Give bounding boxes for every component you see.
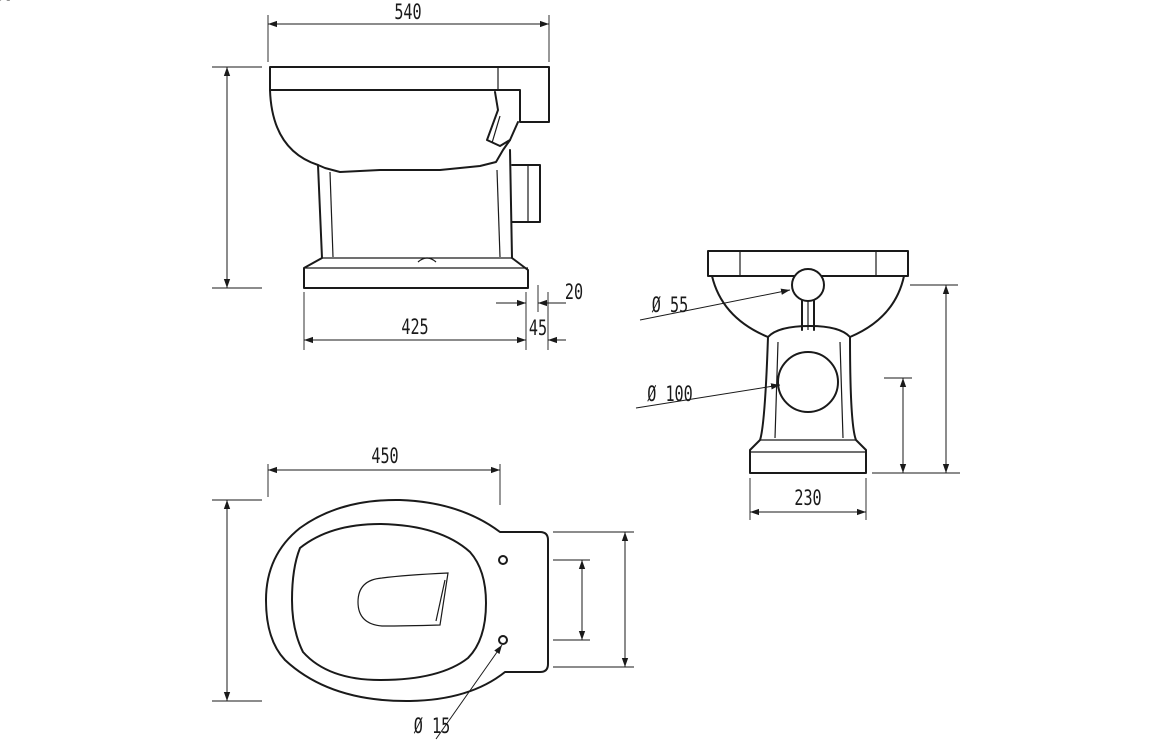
plan-water-area xyxy=(357,572,449,627)
side-floor-fixing xyxy=(417,257,437,263)
front-bowl xyxy=(711,275,769,338)
dim-label-dia15: Ø 15 xyxy=(414,715,450,739)
side-pedestal-inner-left xyxy=(329,171,334,258)
dim-label-155: 155 xyxy=(0,0,14,6)
side-pedestal xyxy=(303,149,529,289)
front-view: Ø 55 Ø 100 180 355 230 xyxy=(0,0,960,520)
dim-label-230: 230 xyxy=(794,487,821,511)
side-trap xyxy=(486,91,519,147)
dim-label-265: 265 xyxy=(0,0,14,6)
front-inlet-circle xyxy=(791,268,825,302)
front-pedestal xyxy=(749,325,867,474)
dim-label-425-base: 425 xyxy=(401,316,428,340)
dim-label-dia100: Ø 100 xyxy=(647,383,692,407)
side-outlet xyxy=(511,164,541,223)
plan-hole-bottom xyxy=(498,635,508,645)
leader-55 xyxy=(639,288,791,321)
plan-outline xyxy=(265,498,549,703)
front-outlet-circle xyxy=(777,351,839,413)
plan-view: 450 380 155 265 Ø 15 xyxy=(0,0,634,740)
dim-label-dia55: Ø 55 xyxy=(652,294,688,318)
front-rim xyxy=(707,250,909,277)
side-bowl xyxy=(269,89,511,173)
dim-label-425-height: 425 xyxy=(0,0,14,6)
dim-label-20: 20 xyxy=(565,281,583,305)
plan-hole-top xyxy=(498,555,508,565)
dim-label-355: 355 xyxy=(0,0,14,6)
leader-100 xyxy=(635,383,781,409)
side-view: 540 425 425 20 45 xyxy=(0,0,583,350)
leader-15 xyxy=(435,644,503,740)
side-trap-line xyxy=(491,115,501,144)
dim-label-540: 540 xyxy=(394,1,421,25)
dim-label-380: 380 xyxy=(0,0,14,6)
side-rim xyxy=(269,66,550,123)
dim-label-450: 450 xyxy=(371,445,398,469)
dim-label-180: 180 xyxy=(0,0,14,6)
side-pedestal-inner-right xyxy=(496,169,501,258)
plan-inner-bowl xyxy=(291,523,487,681)
dim-label-45: 45 xyxy=(529,317,547,341)
